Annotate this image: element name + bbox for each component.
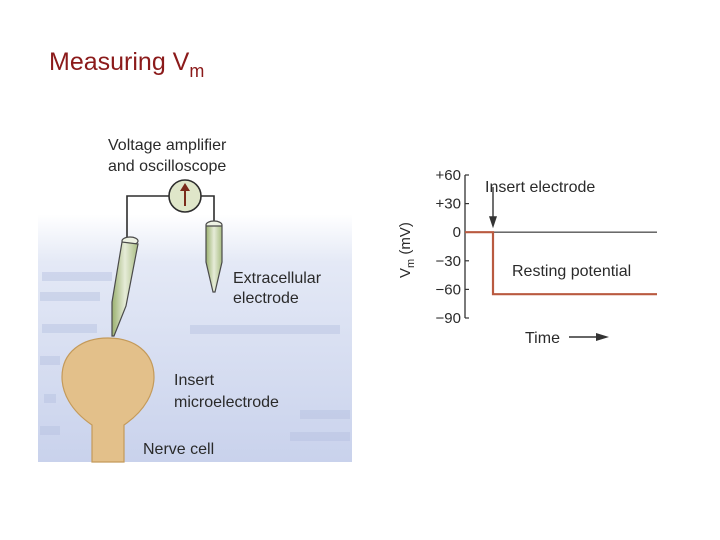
x-axis-label: Time bbox=[525, 330, 560, 347]
membrane-potential-chart: +60 +30 0 −30 −60 −90 Vm (mV) Insert electrod… bbox=[397, 167, 657, 347]
nerve-cell-label: Nerve cell bbox=[143, 441, 214, 458]
y-tick-label: +60 bbox=[436, 167, 461, 184]
wire-to-microelectrode bbox=[126, 195, 170, 240]
wire-to-extracellular bbox=[200, 195, 215, 222]
membrane-potential-trace bbox=[465, 231, 657, 296]
resting-potential-annotation: Resting potential bbox=[512, 263, 631, 280]
insert-label-line1: Insert bbox=[174, 372, 215, 389]
recording-setup-diagram: Voltage amplifier and oscilloscope Extra… bbox=[38, 118, 352, 463]
y-axis-ticks: +60 +30 0 −30 −60 −90 bbox=[436, 167, 469, 327]
insert-electrode-annotation: Insert electrode bbox=[485, 179, 595, 196]
amplifier-label-line1: Voltage amplifier bbox=[108, 137, 227, 154]
extracellular-label-line2: electrode bbox=[233, 290, 299, 307]
nerve-cell bbox=[61, 337, 155, 463]
y-tick-label: +30 bbox=[436, 196, 461, 213]
extracellular-electrode bbox=[205, 220, 223, 293]
voltmeter-icon bbox=[168, 179, 202, 213]
background-text-texture bbox=[40, 272, 350, 441]
slide-title-main: Measuring V bbox=[49, 48, 190, 76]
y-axis-label: Vm (mV) bbox=[397, 222, 417, 278]
insert-label-line2: microelectrode bbox=[174, 394, 279, 411]
microelectrode bbox=[111, 236, 139, 337]
y-tick-label: −30 bbox=[436, 253, 461, 270]
slide-title-subscript: m bbox=[189, 61, 205, 81]
y-tick-label: 0 bbox=[453, 224, 461, 241]
insert-electrode-arrowhead bbox=[489, 216, 497, 229]
slide-title: Measuring Vm bbox=[49, 48, 204, 81]
extracellular-label-line1: Extracellular bbox=[233, 270, 322, 287]
time-arrowhead bbox=[596, 333, 609, 341]
amplifier-label-line2: and oscilloscope bbox=[108, 158, 226, 175]
y-tick-label: −90 bbox=[436, 310, 461, 327]
y-tick-label: −60 bbox=[436, 281, 461, 298]
